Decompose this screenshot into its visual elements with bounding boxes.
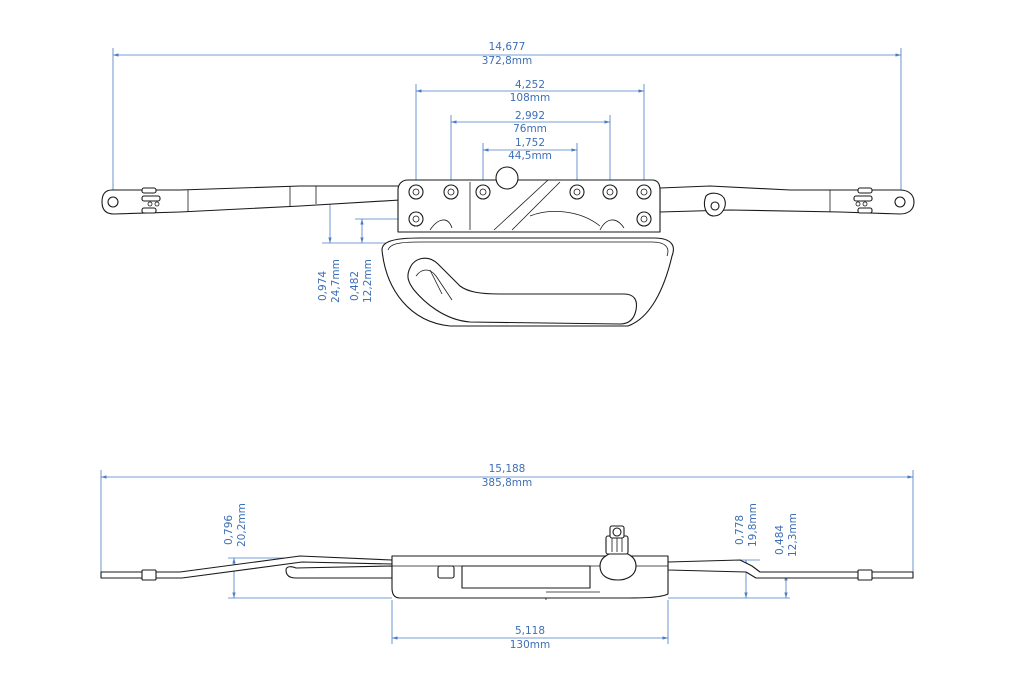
dim-overall-side-inch: 15,188 xyxy=(489,463,526,475)
dim-left-height-mm: 20,2mm xyxy=(236,503,248,547)
dim-right-small-mm: 12,3mm xyxy=(787,513,799,557)
dimension-left-height: 0,796 20,2mm xyxy=(223,503,392,599)
operator-side-outline xyxy=(100,525,914,600)
dim-offset-large-mm: 24,7mm xyxy=(330,259,342,303)
top-view: 14,677 372,8mm 4,252 108mm 2,992 76mm 1,… xyxy=(101,41,915,327)
dim-right-height-inch: 0,778 xyxy=(734,515,746,545)
dim-right-small-inch: 0,484 xyxy=(774,525,786,555)
dim-outer-inch: 4,252 xyxy=(515,79,545,91)
dim-right-height-mm: 19,8mm xyxy=(747,503,759,547)
dim-inner-inch: 1,752 xyxy=(515,137,545,149)
side-view: 15,188 385,8mm 0,796 20,2mm 0,778 19,8mm… xyxy=(100,463,914,651)
dimension-hole-span-outer: 4,252 108mm xyxy=(415,79,645,190)
dim-outer-mm: 108mm xyxy=(510,92,551,104)
dim-left-height-inch: 0,796 xyxy=(223,515,235,545)
dim-offset-large-inch: 0,974 xyxy=(317,271,329,301)
dim-offset-small-mm: 12,2mm xyxy=(362,259,374,303)
dim-overall-top-mm: 372,8mm xyxy=(482,55,533,67)
dimension-body-length: 5,118 130mm xyxy=(391,600,669,651)
dimension-hole-span-inner: 1,752 44,5mm xyxy=(482,137,578,190)
dim-middle-mm: 76mm xyxy=(513,123,547,135)
operator-top-outline xyxy=(101,166,915,327)
dim-offset-small-inch: 0,482 xyxy=(349,271,361,301)
dimension-hole-span-middle: 2,992 76mm xyxy=(450,110,611,190)
dimension-overall-side: 15,188 385,8mm xyxy=(100,463,914,575)
dim-overall-top-inch: 14,677 xyxy=(489,41,526,53)
dimension-overall-top: 14,677 372,8mm xyxy=(112,41,902,200)
dim-inner-mm: 44,5mm xyxy=(508,150,552,162)
dim-body-length-inch: 5,118 xyxy=(515,625,545,637)
dim-middle-inch: 2,992 xyxy=(515,110,545,122)
dim-overall-side-mm: 385,8mm xyxy=(482,477,533,489)
dimension-right-heights: 0,778 19,8mm 0,484 12,3mm xyxy=(668,503,799,599)
dim-body-length-mm: 130mm xyxy=(510,639,551,651)
